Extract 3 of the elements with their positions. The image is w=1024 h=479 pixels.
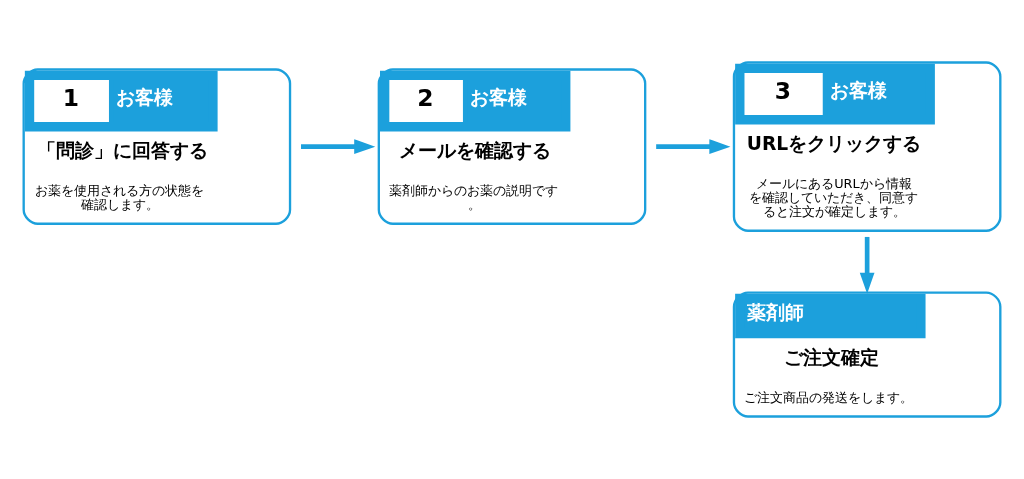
arrow xyxy=(859,236,875,294)
arrow xyxy=(656,139,731,154)
arrow xyxy=(301,139,376,154)
